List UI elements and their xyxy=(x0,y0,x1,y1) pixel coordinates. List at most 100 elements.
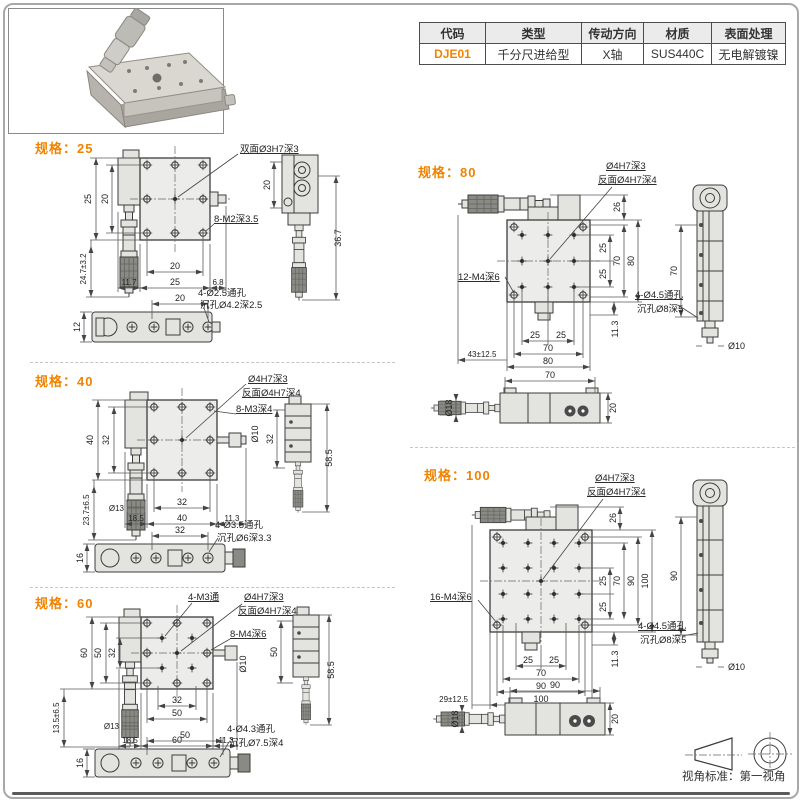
dim-100-bottom-span: 90 xyxy=(550,680,560,690)
projection-standard-label: 视角标准：第一视角 xyxy=(682,771,786,783)
drawing-spec-60: 60 50 32 13.5±6.5 32 50 Ø13 18.5 60 xyxy=(52,592,336,778)
label-80-back-hole: 反面Ø4H7深4 xyxy=(598,175,657,186)
dim-25-bottom-height: 12 xyxy=(72,322,82,332)
dim-80-travel: 43±12.5 xyxy=(468,350,497,359)
col-finish: 表面处理 xyxy=(711,22,786,44)
dim-40-side-total: 58.5 xyxy=(324,449,334,467)
col-code: 代码 xyxy=(419,22,486,44)
label-40-tap: 8-M3深4 xyxy=(236,404,272,415)
dim-100-b2: 25 xyxy=(549,655,559,665)
dim-100-outer-v: 100 xyxy=(640,573,650,588)
dim-100-b1: 25 xyxy=(523,655,533,665)
product-photo xyxy=(8,7,236,134)
separator-3 xyxy=(410,447,795,448)
side-view-60: 50 58.5 xyxy=(269,606,336,726)
dim-80-outer-v: 80 xyxy=(626,256,636,266)
table-header-row: 代码 类型 传动方向 材质 表面处理 xyxy=(419,22,786,44)
label-80-tap: 12-M4深6 xyxy=(458,272,500,283)
micrometer-photo xyxy=(99,7,151,73)
label-60-cbore: 沉孔Ø7.5深4 xyxy=(229,738,283,749)
dim-40-outer: 40 xyxy=(85,435,95,445)
dim-60-hole-span50: 50 xyxy=(172,708,182,718)
value-material: SUS440C xyxy=(643,43,712,65)
dim-25-travel: 24.7±3.2 xyxy=(79,253,88,285)
dim-100-q1: 25 xyxy=(598,576,608,586)
front-view-80: 26 25 25 70 80 25 25 70 80 43±12.5 xyxy=(457,161,657,371)
front-view-100: 26 25 25 70 90 100 25 25 70 90 xyxy=(430,473,656,709)
col-material: 材质 xyxy=(643,22,712,44)
dim-40-travel: 23.7±6.5 xyxy=(82,494,91,526)
label-25-tap: 8-M2深3.5 xyxy=(214,214,258,225)
dim-40-width: 40 xyxy=(177,513,187,523)
dim-60-travel: 13.5±6.5 xyxy=(52,702,61,734)
dim-25-outer: 25 xyxy=(83,194,93,204)
bottom-view-25: 20 12 4-Ø2.5通孔 沉孔Ø4.2深2.5 xyxy=(72,288,262,343)
value-type: 千分尺进给型 xyxy=(485,43,582,65)
label-60-thru-hole: 4-Ø4.3通孔 xyxy=(227,724,276,735)
dim-100-edge: 11.3 xyxy=(610,651,620,668)
dim-60-hole-span32: 32 xyxy=(172,695,182,705)
table-value-row: DJE01 千分尺进给型 X轴 SUS440C 无电解镀镍 xyxy=(419,43,786,65)
label-40-knob-dia: Ø10 xyxy=(250,425,260,442)
label-80-side-thru: 4-Ø4.5通孔 xyxy=(635,290,684,301)
dim-80-q2: 25 xyxy=(598,269,608,279)
dim-60-side-total: 58.5 xyxy=(326,661,336,679)
projection-symbol xyxy=(685,732,792,776)
label-60-knob-dia: Ø10 xyxy=(238,655,248,672)
label-25-thru-hole: 4-Ø2.5通孔 xyxy=(198,288,247,299)
dim-60-knurl-dia: Ø13 xyxy=(104,722,120,731)
label-100-tap: 16-M4深6 xyxy=(430,592,472,603)
col-direction: 传动方向 xyxy=(581,22,644,44)
dim-80-edge: 11.3 xyxy=(610,321,620,338)
dim-100-head: 26 xyxy=(608,513,618,523)
first-angle-cone-icon xyxy=(685,737,742,771)
section-title-100: 规格：100 xyxy=(424,468,491,483)
drawing-spec-25: 25 20 24.7±3.2 20 11.7 25 6.8 双面Ø3H7深3 8… xyxy=(72,144,343,343)
dim-100-side-span: 90 xyxy=(669,571,679,581)
section-title-80: 规格：80 xyxy=(418,165,477,180)
drawing-spec-80: 26 25 25 70 80 25 25 70 80 43±12.5 xyxy=(430,161,745,424)
label-60-thru: 4-M3通 xyxy=(188,592,220,603)
dim-80-mid-v: 70 xyxy=(612,256,622,266)
dim-80-mid-h: 70 xyxy=(543,343,553,353)
dim-40-right: 11.3 xyxy=(225,514,241,523)
label-100-back-hole: 反面Ø4H7深4 xyxy=(587,487,646,498)
dim-60-mid: 50 xyxy=(93,648,103,658)
col-type: 类型 xyxy=(485,22,582,44)
dim-40-bottom-span: 32 xyxy=(175,525,185,535)
separator-1 xyxy=(30,362,395,363)
dim-40-hole-span: 32 xyxy=(177,497,187,507)
dim-25-width: 25 xyxy=(170,277,180,287)
dim-25-side-total: 36.7 xyxy=(333,229,343,247)
dim-100-bottom-dia: Ø18 xyxy=(450,710,460,727)
spec-table: 代码 类型 传动方向 材质 表面处理 DJE01 千分尺进给型 X轴 SUS44… xyxy=(419,22,786,65)
dim-40-side-span: 32 xyxy=(265,434,275,444)
label-100-center-hole: Ø4H7深3 xyxy=(595,473,635,484)
dim-80-head: 26 xyxy=(612,202,622,212)
label-60-back-hole: 反面Ø4H7深4 xyxy=(238,606,297,617)
dim-100-mid-h: 70 xyxy=(536,668,546,678)
front-view-25: 25 20 24.7±3.2 20 11.7 25 6.8 双面Ø3H7深3 8… xyxy=(79,144,299,298)
dim-60-right: 11.3 xyxy=(219,736,235,745)
dim-25-knob: 6.8 xyxy=(212,278,224,287)
label-80-side-cbore: 沉孔Ø8深5 xyxy=(637,304,683,315)
dim-100-outer-h: 100 xyxy=(533,694,548,704)
label-100-side-cbore: 沉孔Ø8深5 xyxy=(640,635,686,646)
dim-60-side-span: 50 xyxy=(269,647,279,657)
dim-80-side-span: 70 xyxy=(669,266,679,276)
bottom-view-80: 70 Ø18 20 xyxy=(430,370,618,424)
drawing-spec-40: 40 32 23.7±6.5 Ø13 32 18.5 40 11.3 Ø4H7深… xyxy=(75,374,334,573)
section-title-25: 规格：25 xyxy=(35,141,94,156)
label-60-tap: 8-M4深6 xyxy=(230,629,266,640)
label-40-center-hole: Ø4H7深3 xyxy=(248,374,288,385)
label-40-back-hole: 反面Ø4H7深4 xyxy=(242,388,301,399)
front-view-60: 60 50 32 13.5±6.5 32 50 Ø13 18.5 60 xyxy=(52,592,297,750)
value-code: DJE01 xyxy=(419,43,486,65)
dim-60-inner: 32 xyxy=(107,648,117,658)
dim-40-bottom-height: 16 xyxy=(75,553,85,563)
bottom-view-40: 32 16 4-Ø3.5通孔 沉孔Ø6深3.3 xyxy=(75,520,271,573)
dim-80-b2: 25 xyxy=(556,330,566,340)
side-view-40: 32 58.5 xyxy=(265,395,334,513)
dim-40-knurl-dia: Ø13 xyxy=(109,504,125,513)
